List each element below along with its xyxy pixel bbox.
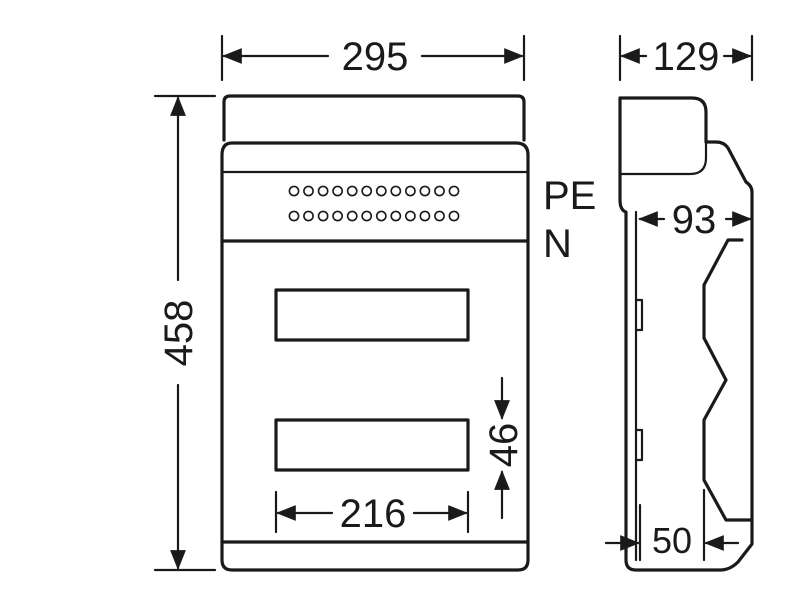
lower-din-window [274, 418, 470, 472]
n-terminal-hole [434, 210, 445, 222]
side-profile-outer [618, 96, 754, 572]
pe-terminal-hole [346, 185, 358, 197]
dim-window-height: 46 [482, 423, 526, 468]
side-mounting-rail [702, 238, 754, 522]
side-din-clips [634, 298, 644, 462]
pe-terminal-hole [288, 185, 300, 197]
n-terminal-hole [317, 210, 329, 222]
n-terminal-hole [303, 210, 314, 222]
pe-terminal-hole [419, 185, 431, 197]
pe-terminal-hole [404, 185, 416, 197]
dim-side-inner-depth: 93 [672, 198, 717, 242]
upper-din-window [274, 288, 470, 342]
n-terminal-row [288, 210, 460, 222]
pe-terminal-hole [317, 185, 329, 197]
pe-terminal-hole [434, 185, 445, 197]
n-terminal-hole [448, 210, 460, 222]
n-terminal-hole [375, 210, 387, 222]
enclosure-body [220, 141, 530, 572]
pe-label: PE [543, 174, 596, 218]
n-terminal-hole [361, 210, 373, 222]
pe-terminal-hole [332, 185, 343, 197]
n-terminal-hole [404, 210, 416, 222]
side-view [618, 96, 754, 572]
n-terminal-hole [346, 210, 358, 222]
dim-side-offset: 50 [652, 520, 692, 561]
side-lid-seam [618, 140, 708, 176]
dim-front-height: 458 [157, 300, 201, 367]
front-view [220, 94, 530, 572]
pe-terminal-hole [303, 185, 314, 197]
dim-window-width: 216 [340, 492, 407, 536]
dim-side-depth: 129 [653, 35, 720, 79]
n-terminal-hole [332, 210, 343, 222]
n-label: N [543, 222, 572, 266]
pe-terminal-row [288, 185, 460, 197]
dim-front-width: 295 [342, 35, 409, 79]
n-terminal-hole [390, 210, 402, 222]
n-terminal-hole [288, 210, 300, 222]
pe-terminal-hole [390, 185, 402, 197]
top-lid [222, 94, 526, 142]
pe-terminal-hole [448, 185, 460, 197]
pe-terminal-hole [375, 185, 387, 197]
pe-terminal-hole [361, 185, 373, 197]
n-terminal-hole [419, 210, 431, 222]
